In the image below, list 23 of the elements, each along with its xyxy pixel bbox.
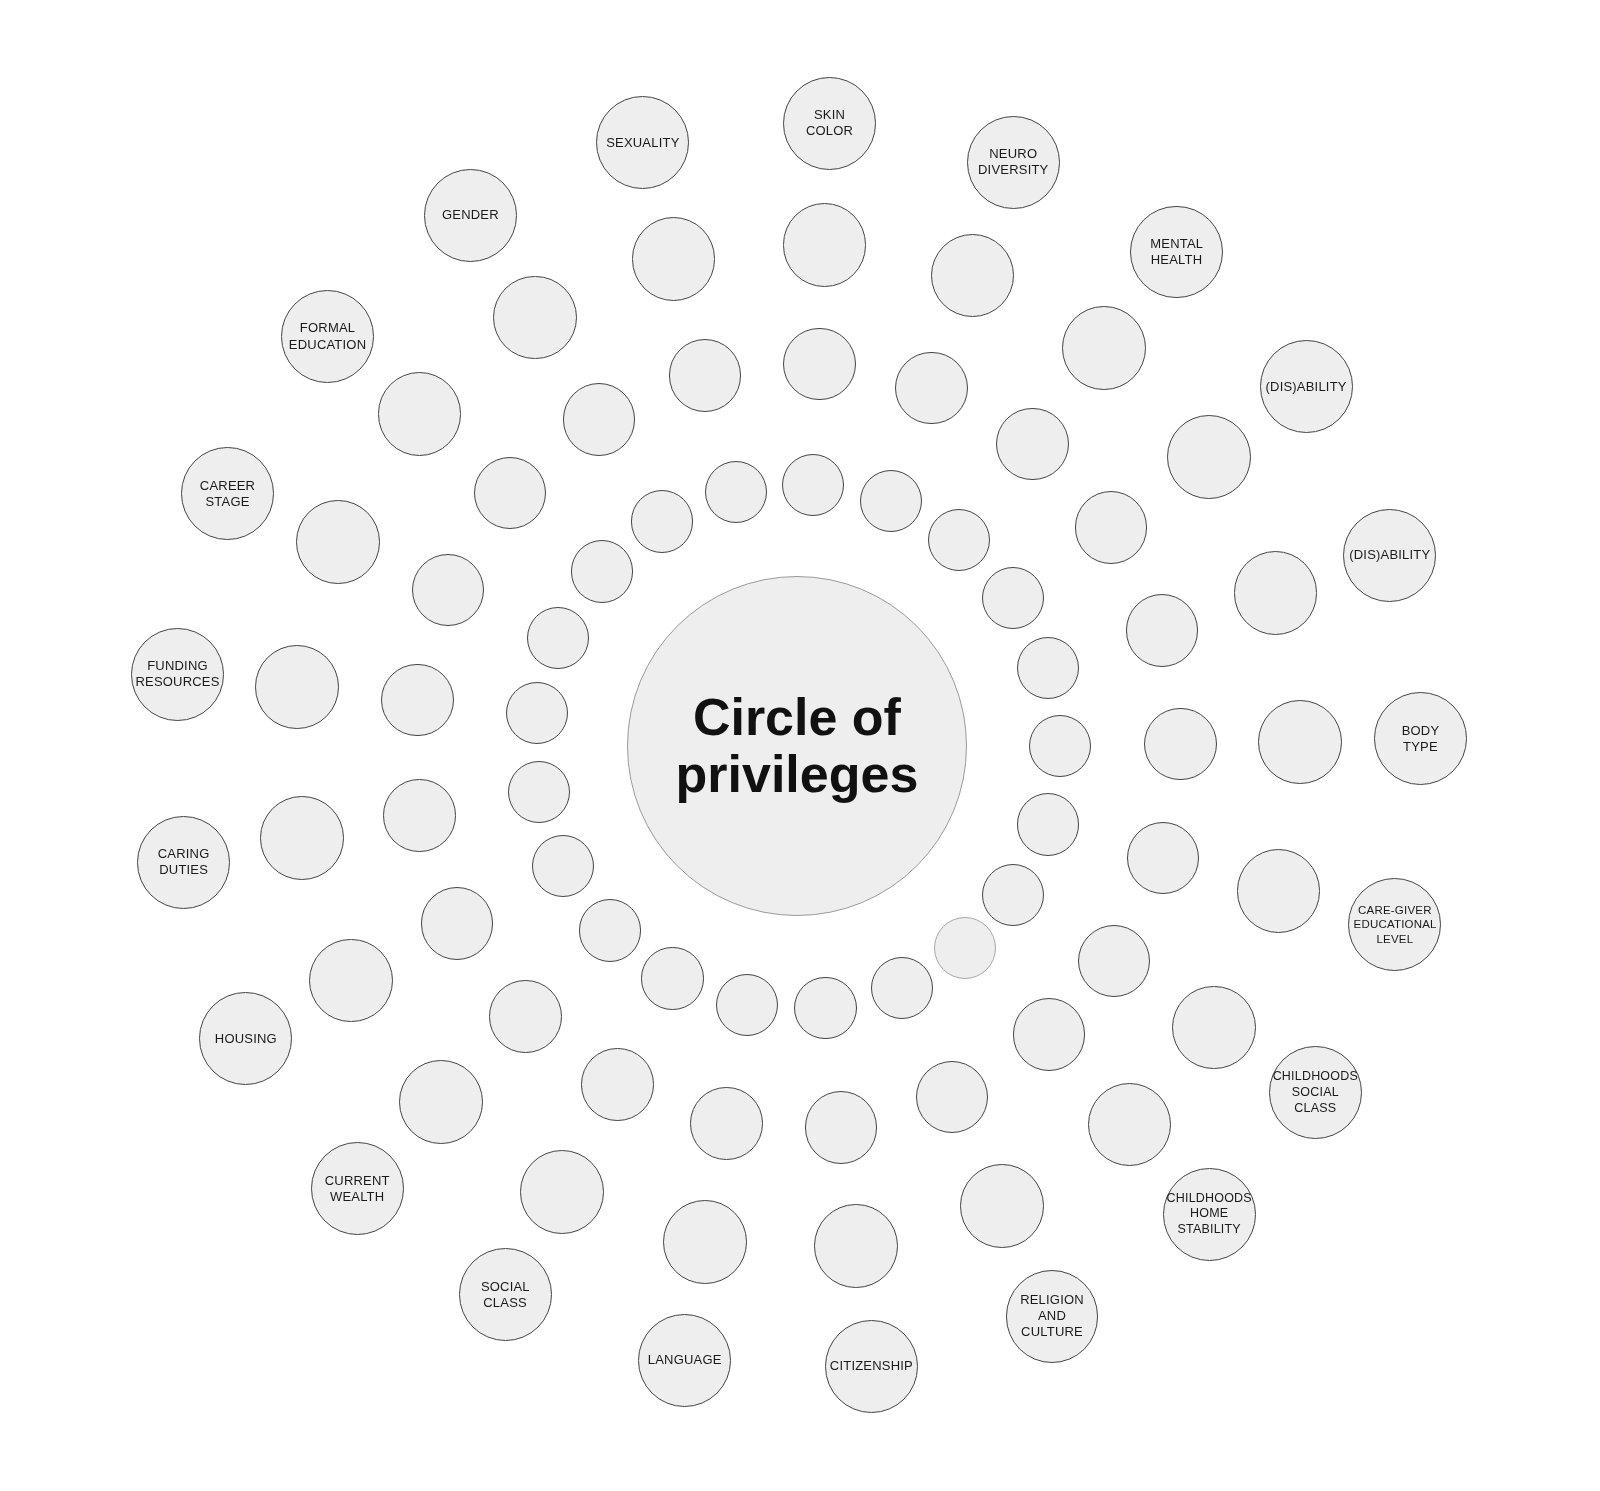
category-label: NEURO DIVERSITY: [978, 146, 1049, 179]
category-label: CARE-GIVER EDUCATIONAL LEVEL: [1353, 902, 1437, 947]
category-label: FUNDING RESOURCES: [135, 658, 220, 691]
empty-circle: [934, 916, 997, 980]
category-label: HOUSING: [214, 1030, 277, 1047]
category-label: CHILDHOODS HOME STABILITY: [1166, 1190, 1252, 1238]
category-label: CURRENT WEALTH: [324, 1172, 390, 1205]
category-label: RELIGION AND CULTURE: [1020, 1291, 1084, 1341]
category-label: CHILDHOODS SOCIAL CLASS: [1272, 1069, 1358, 1117]
category-label: (DIS)ABILITY: [1349, 546, 1431, 564]
center-title: Circle of privileges: [675, 688, 919, 804]
category-label: (DIS)ABILITY: [1265, 378, 1347, 395]
category-label: MENTAL HEALTH: [1150, 235, 1203, 269]
category-label: SKIN COLOR: [805, 107, 854, 140]
category-label: GENDER: [441, 207, 499, 224]
category-label: LANGUAGE: [647, 1352, 722, 1369]
category-label: CAREER STAGE: [199, 477, 256, 511]
category-label: FORMAL EDUCATION: [288, 320, 367, 353]
category-label: CITIZENSHIP: [829, 1358, 913, 1375]
category-label: BODY TYPE: [1401, 722, 1440, 755]
category-label: CARING DUTIES: [157, 846, 210, 879]
category-label: SOCIAL CLASS: [480, 1278, 530, 1312]
category-label: SEXUALITY: [606, 134, 680, 151]
